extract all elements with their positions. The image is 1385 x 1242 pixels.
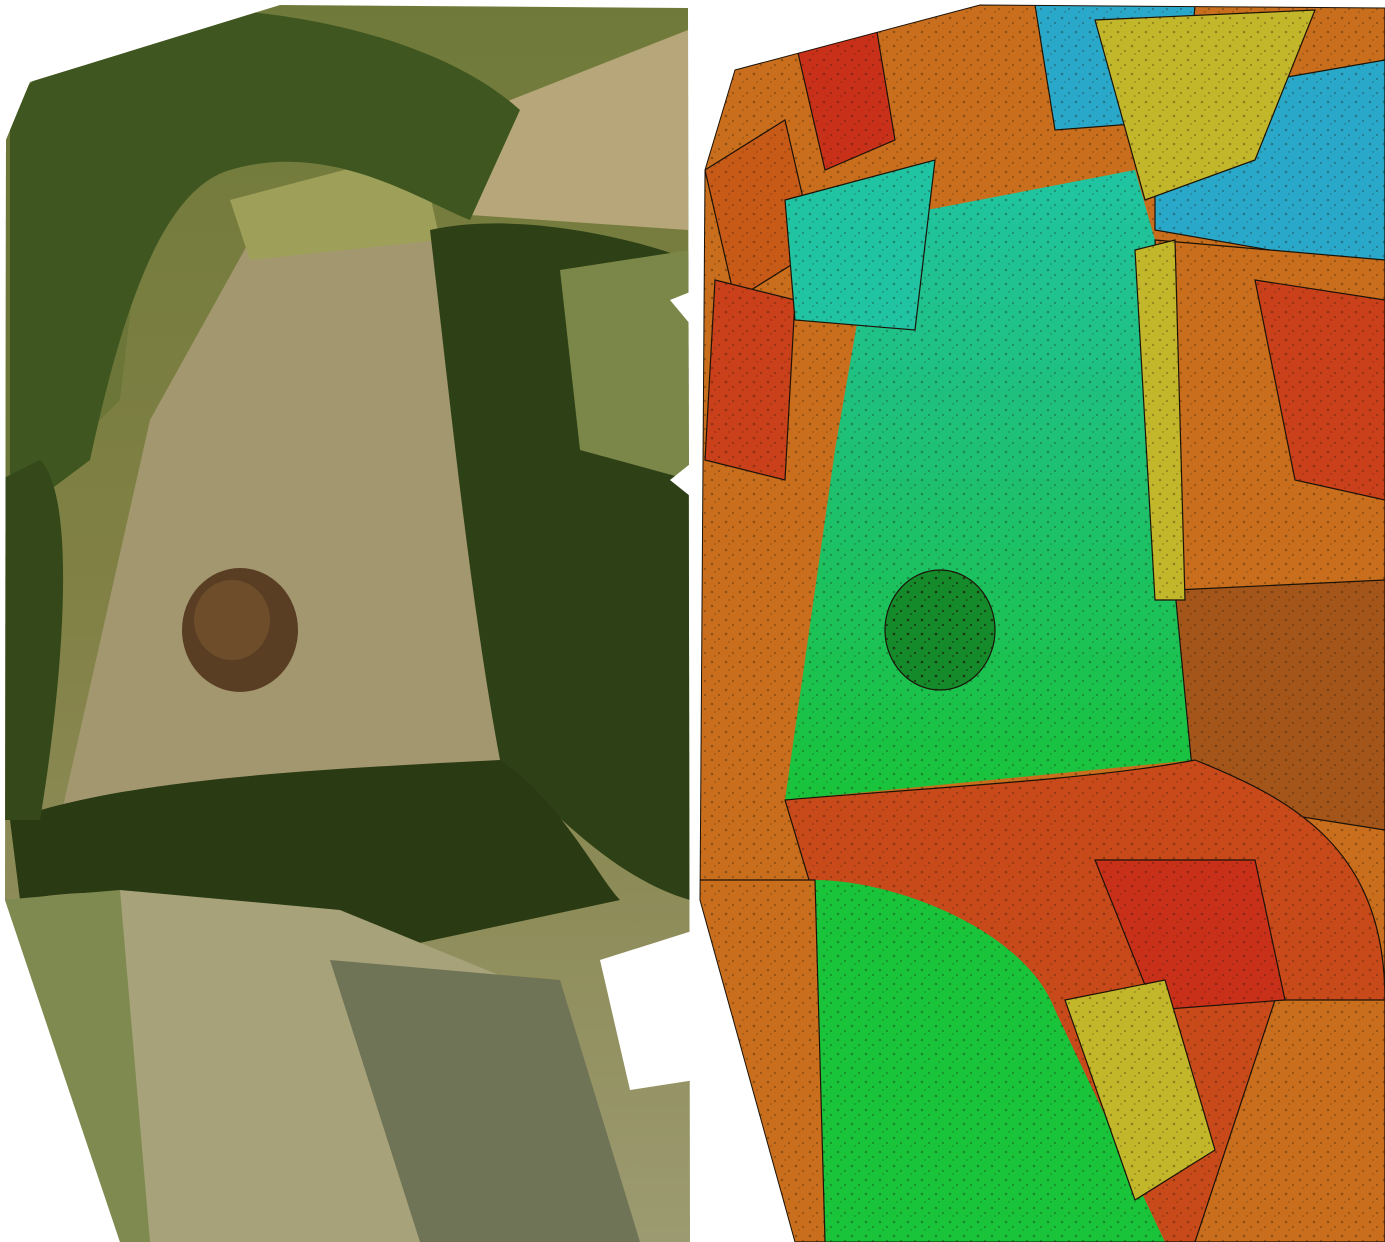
ortho-tree-band-lower bbox=[10, 760, 620, 960]
orthomosaic-panel bbox=[5, 5, 690, 1242]
elevation-image bbox=[699, 4, 1385, 1242]
ortho-tree-band-upper bbox=[10, 7, 520, 521]
elevation-panel bbox=[695, 0, 1385, 1242]
ortho-dry-field-top bbox=[460, 30, 688, 230]
orthomosaic-image bbox=[5, 5, 690, 1242]
dsm-outline bbox=[699, 4, 1385, 1242]
ortho-central-clearing bbox=[60, 225, 500, 820]
